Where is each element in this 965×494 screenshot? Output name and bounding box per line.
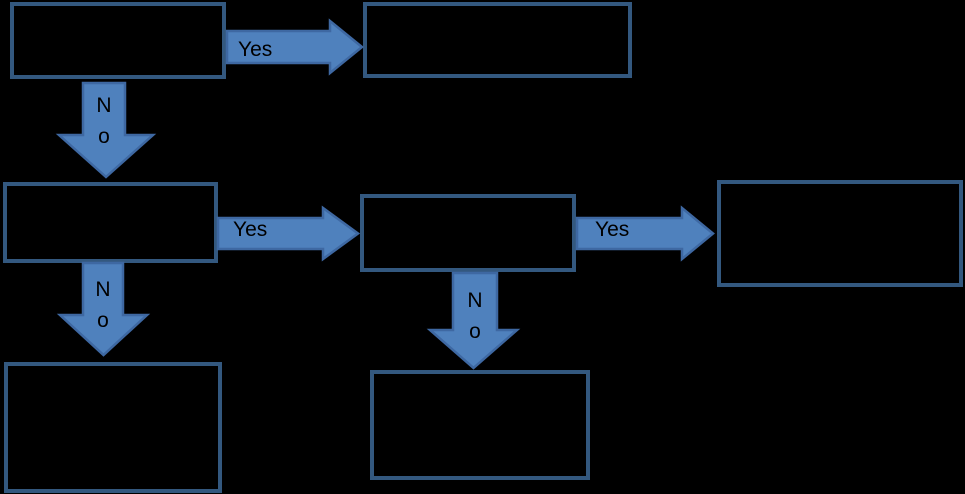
box-middle-left [3,182,218,263]
arrow-down-icon [55,81,157,179]
arrow-right-icon [225,18,364,76]
arrow-label-yes-2: Yes [233,218,268,241]
arrow-label-no-2: No [95,278,111,332]
box-middle-center [360,194,576,272]
arrow-label-yes-1: Yes [238,38,273,61]
arrow-down-icon [426,271,521,370]
box-bottom-center [370,370,590,480]
arrow-label-yes-3: Yes [595,218,630,241]
box-top-left [10,2,226,79]
arrow-right-icon [575,205,715,262]
arrow-down-icon [56,261,151,357]
arrow-label-no-1: No [96,94,112,148]
box-middle-right [717,180,963,287]
box-top-right [363,2,632,78]
arrow-right-icon [216,205,361,262]
arrow-label-no-3: No [467,289,483,343]
box-bottom-left [4,362,222,493]
